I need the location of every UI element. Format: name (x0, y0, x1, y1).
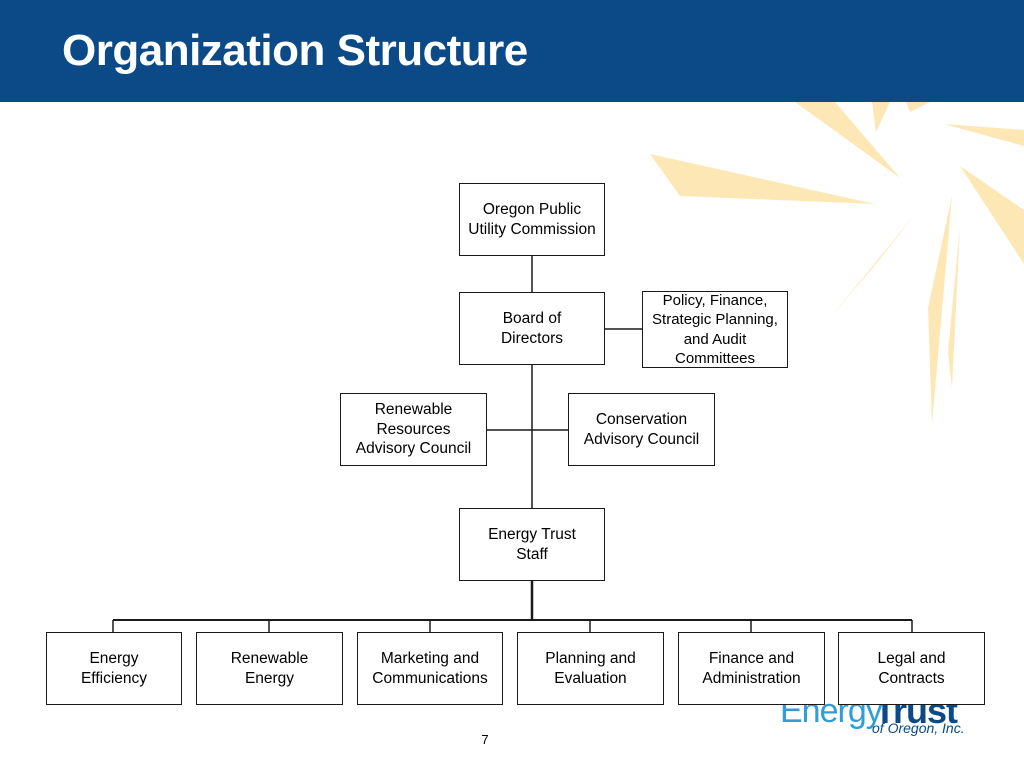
department-box: Legal and Contracts (838, 632, 985, 705)
board-label: Board of Directors (500, 310, 563, 347)
department-box: Planning and Evaluation (517, 632, 664, 705)
title-bar: Organization Structure (0, 0, 1024, 102)
committees-label: Policy, Finance, Strategic Planning, and… (652, 291, 778, 368)
conservation-council-label: Conservation Advisory Council (583, 411, 700, 448)
department-box: Finance and Administration (678, 632, 825, 705)
department-box: Marketing and Communications (357, 632, 503, 705)
committees-box: Policy, Finance, Strategic Planning, and… (642, 291, 788, 368)
board-box: Board of Directors (459, 292, 605, 365)
department-label: Legal and Contracts (877, 650, 946, 687)
page-title: Organization Structure (62, 26, 528, 75)
staff-label: Energy Trust Staff (488, 526, 576, 563)
department-box: Renewable Energy (196, 632, 343, 705)
page-number: 7 (481, 732, 489, 747)
staff-box: Energy Trust Staff (459, 508, 605, 581)
opuc-label: Oregon Public Utility Commission (468, 201, 596, 238)
renewable-council-box: Renewable Resources Advisory Council (340, 393, 487, 466)
department-label: Renewable Energy (230, 650, 309, 687)
department-box: Energy Efficiency (46, 632, 182, 705)
logo-subtitle: of Oregon, Inc. (872, 720, 965, 736)
department-label: Planning and Evaluation (545, 650, 636, 687)
opuc-box: Oregon Public Utility Commission (459, 183, 605, 256)
department-label: Finance and Administration (702, 650, 801, 687)
department-label: Energy Efficiency (80, 650, 148, 687)
renewable-council-label: Renewable Resources Advisory Council (355, 401, 472, 458)
department-label: Marketing and Communications (372, 650, 488, 687)
conservation-council-box: Conservation Advisory Council (568, 393, 715, 466)
